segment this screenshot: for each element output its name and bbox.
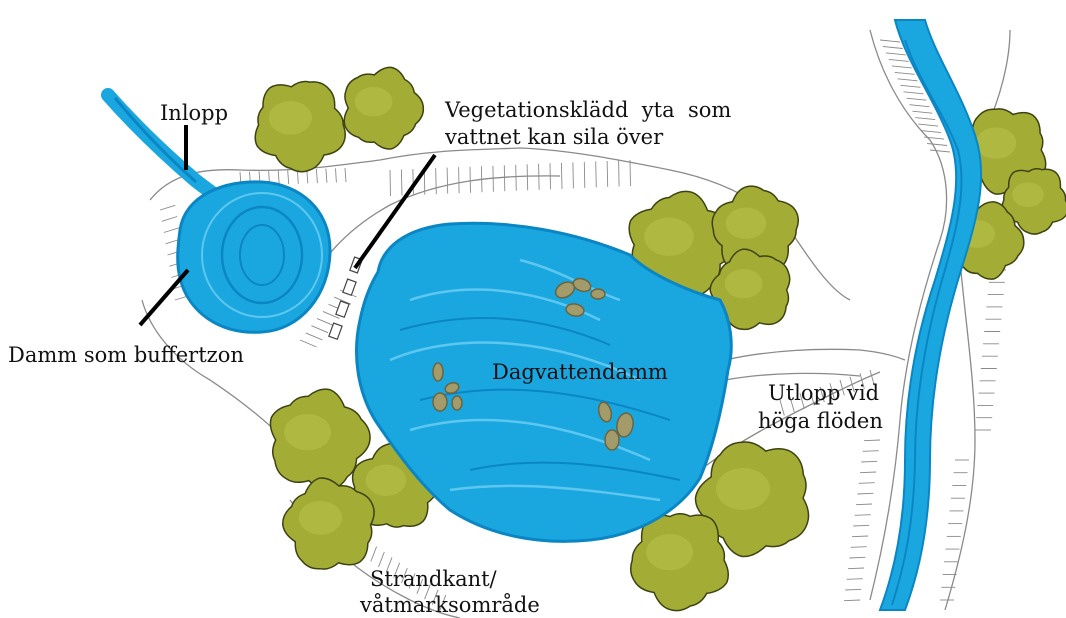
slope-hatch <box>326 169 327 183</box>
slope-hatch <box>857 493 873 494</box>
slope-hatch <box>898 79 918 81</box>
slope-hatch <box>573 162 574 188</box>
slope-hatch <box>527 164 528 190</box>
tree-highlight <box>284 414 331 450</box>
slope-hatch <box>880 40 900 42</box>
slope-hatch <box>864 440 880 441</box>
slope-hatch <box>907 98 927 100</box>
slope-hatch <box>918 124 938 126</box>
slope-hatch <box>912 111 932 113</box>
slope-hatch <box>927 144 947 146</box>
slope-hatch <box>379 552 385 567</box>
slope-hatch <box>889 59 909 61</box>
slope-hatch <box>162 217 177 222</box>
slope-hatch <box>844 600 860 601</box>
label-utlopp-line1: Utlopp vid <box>768 380 879 406</box>
slope-hatch <box>856 504 872 505</box>
slope-hatch <box>853 525 869 526</box>
slope-hatch <box>596 161 597 187</box>
slope-hatch <box>848 568 864 569</box>
slope-hatch <box>855 515 871 516</box>
slope-hatch <box>904 92 924 94</box>
slope-hatch <box>930 150 950 152</box>
tree-highlight <box>725 269 763 298</box>
slope-hatch <box>630 160 631 186</box>
slope-hatch <box>300 340 317 347</box>
label-damm-buffertzon: Damm som buffertzon <box>8 342 244 368</box>
slope-hatch <box>584 162 585 188</box>
slope-hatch <box>924 137 944 139</box>
slope-hatch <box>447 168 448 194</box>
slope-hatch <box>504 165 505 191</box>
tree-highlight <box>299 501 342 535</box>
slope-hatch <box>859 483 875 484</box>
tree-highlight <box>1012 183 1044 208</box>
leader-buffer <box>140 270 188 325</box>
slope-hatch <box>883 47 903 49</box>
slope-hatch <box>851 547 867 548</box>
slope-hatch <box>311 326 328 333</box>
slope-hatch <box>371 547 377 562</box>
slope-hatch <box>493 166 494 192</box>
tree-highlight <box>644 218 694 257</box>
slope-hatch <box>561 163 562 189</box>
slope-hatch <box>849 557 865 558</box>
slope-hatch <box>160 205 175 210</box>
label-utlopp-line2: höga flöden <box>758 408 883 434</box>
slope-hatch <box>459 167 460 193</box>
slope-hatch <box>401 170 402 196</box>
slope-hatch <box>915 118 935 120</box>
label-inlopp: Inlopp <box>160 100 228 126</box>
slope-hatch <box>336 168 337 182</box>
slope-hatch <box>847 579 863 580</box>
tree-highlight <box>366 465 407 497</box>
slope-hatch <box>619 161 620 187</box>
label-strandkant-line1: Strandkant/ <box>370 566 497 592</box>
slope-hatch <box>164 228 179 233</box>
slope-hatch <box>550 163 551 189</box>
slope-hatch <box>516 165 517 191</box>
slope-hatch <box>921 131 941 133</box>
slope-hatch <box>278 171 279 185</box>
tree-highlight <box>355 87 393 116</box>
tree-highlight <box>269 101 312 135</box>
slope-hatch <box>470 167 471 193</box>
buffer-pond <box>178 182 330 332</box>
slope-hatch <box>481 166 482 192</box>
slope-hatch <box>607 161 608 187</box>
slope-hatch <box>863 451 879 452</box>
slope-hatch <box>436 168 437 194</box>
slope-hatch <box>316 169 317 183</box>
slope-hatch <box>306 333 323 340</box>
slope-hatch <box>845 589 861 590</box>
label-strandkant-line2: våtmarksområde <box>360 592 540 618</box>
tree-highlight <box>976 128 1017 160</box>
tree-highlight <box>716 468 770 510</box>
label-dagvattendamm: Dagvattendamm <box>492 359 668 385</box>
slope-hatch <box>345 168 346 182</box>
slope-hatch <box>860 472 876 473</box>
slope-hatch <box>390 170 391 196</box>
slope-hatch <box>317 319 334 326</box>
slope-hatch <box>901 85 921 87</box>
label-vegetation-line1: Vegetationsklädd yta som <box>445 97 731 123</box>
slope-hatch <box>886 53 906 55</box>
slope-hatch <box>861 461 877 462</box>
slope-hatch <box>895 72 915 74</box>
slope-hatch <box>852 536 868 537</box>
slope-hatch <box>413 169 414 195</box>
label-vegetation-line2: vattnet kan sila över <box>445 124 663 150</box>
slope-hatch <box>539 164 540 190</box>
slope-hatch <box>288 170 289 184</box>
slope-hatch <box>892 66 912 68</box>
tree-highlight <box>726 208 767 240</box>
tree-highlight <box>646 534 693 570</box>
slope-hatch <box>909 105 929 107</box>
